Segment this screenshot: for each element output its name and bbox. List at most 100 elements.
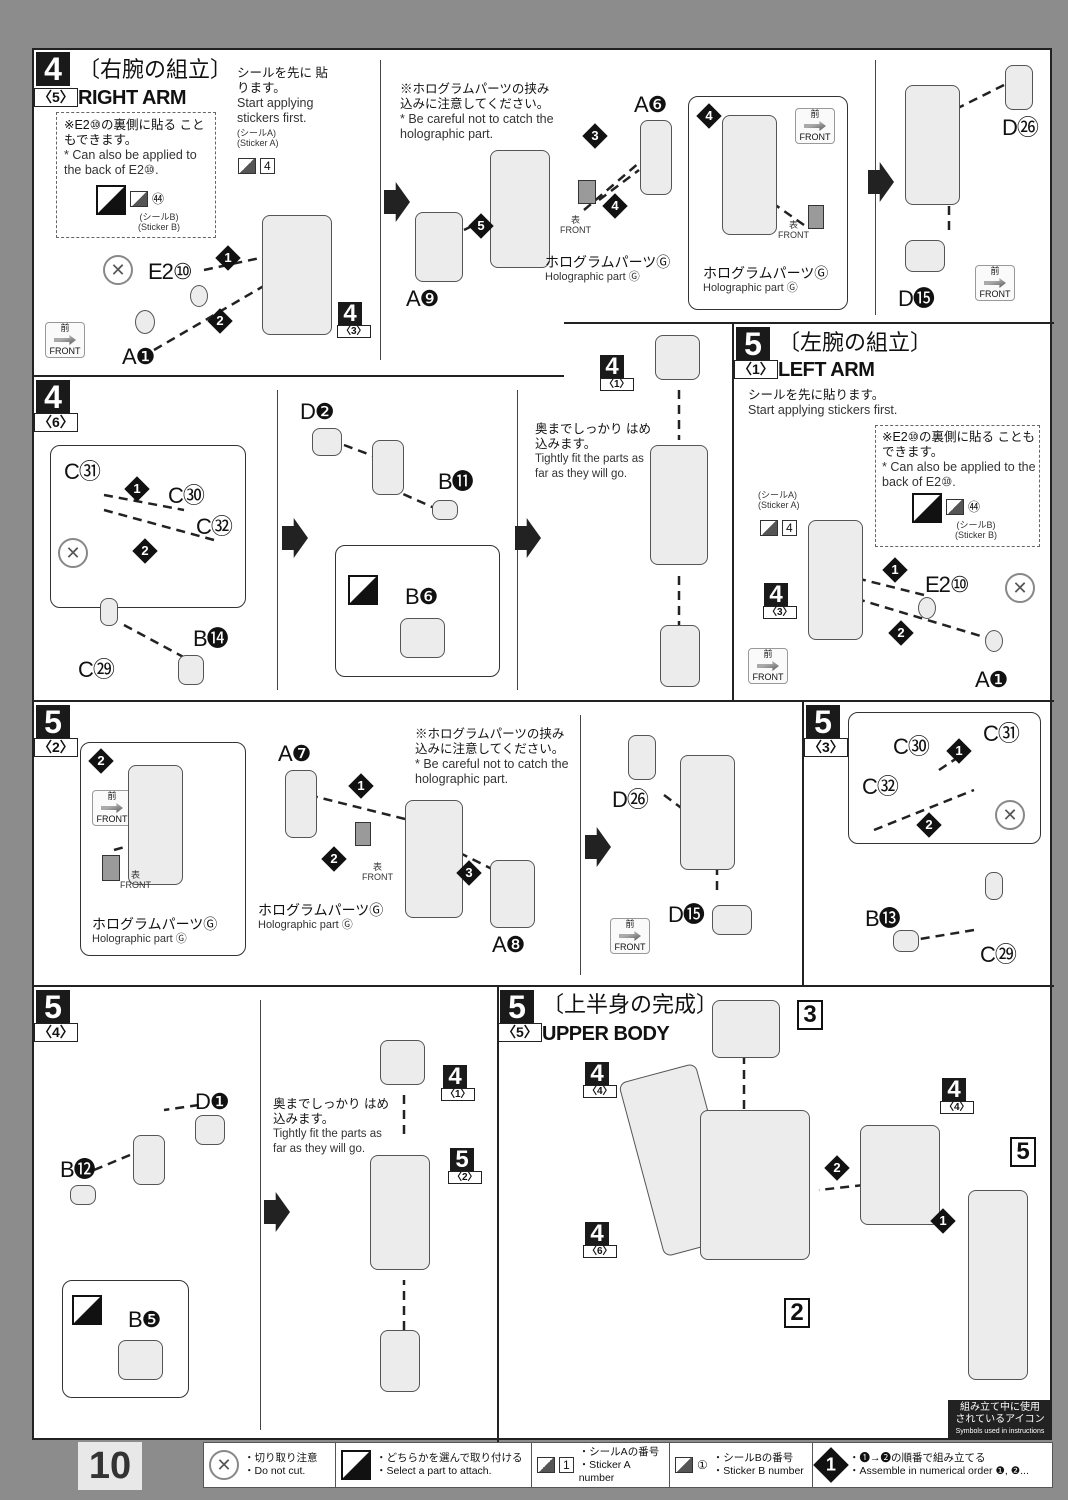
sticker-number: 4 bbox=[260, 158, 275, 174]
sticker-number: 4 bbox=[782, 520, 797, 536]
sticker-icon bbox=[537, 1457, 555, 1473]
holographic-part bbox=[355, 822, 371, 846]
part-label: E2⑩ bbox=[148, 259, 193, 284]
front-arrow-icon bbox=[984, 278, 1006, 288]
divider bbox=[34, 985, 1054, 987]
front-label: FRONT bbox=[778, 230, 809, 240]
hand-part bbox=[380, 1330, 420, 1392]
do-not-cut-icon: ✕ bbox=[58, 538, 88, 568]
label-jp: (シールA) bbox=[758, 490, 797, 500]
divider bbox=[277, 390, 278, 690]
detail-callout bbox=[335, 545, 500, 677]
arm-part-illustration bbox=[405, 800, 463, 918]
front-jp: 前 bbox=[60, 323, 70, 333]
part-e2-10 bbox=[190, 285, 208, 307]
arm-part-illustration bbox=[722, 115, 777, 235]
hand-part bbox=[660, 625, 700, 687]
legend-select-part: ・どちらかを選んで取り付ける・Select a part to attach. bbox=[336, 1443, 532, 1487]
alt-sticker-note bbox=[56, 112, 216, 238]
sticker-a-label: (シールA)(Sticker A) bbox=[758, 490, 800, 510]
label-en: (Sticker B) bbox=[955, 530, 998, 540]
part-label: C㉚ bbox=[893, 734, 930, 759]
substep-number: 〈2〉 bbox=[34, 738, 78, 757]
legend-assembly-order: 1・❶→❷の順番で組み立てる・Assemble in numerical ord… bbox=[813, 1443, 1052, 1487]
part-label: C㉜ bbox=[196, 514, 233, 539]
holo-caution-note: ※ホログラムパーツの挟み 込みに注意してください。* Be careful no… bbox=[400, 82, 560, 142]
part-label: D❷ bbox=[300, 399, 335, 424]
order-number: 1 bbox=[133, 481, 141, 496]
part-d1 bbox=[195, 1115, 225, 1145]
part-label: C㉚ bbox=[168, 483, 205, 508]
do-not-cut-icon: ✕ bbox=[995, 800, 1025, 830]
alt-sticker-note bbox=[875, 425, 1040, 547]
detail-callout bbox=[688, 96, 848, 310]
sticker-number: 1 bbox=[559, 1457, 574, 1473]
label-jp: ホログラムパーツⒼ bbox=[92, 916, 218, 932]
ref-substep: 〈4〉 bbox=[583, 1085, 617, 1098]
order-number: 1 bbox=[891, 562, 899, 577]
part-label: C㉛ bbox=[983, 721, 1020, 746]
order-diamond: 2 bbox=[321, 846, 347, 872]
detail-callout bbox=[50, 445, 246, 608]
ref-step-number: 4 bbox=[585, 1062, 609, 1086]
front-label: FRONT bbox=[120, 880, 151, 890]
order-number: 1 bbox=[825, 1453, 837, 1475]
torso-assembly bbox=[700, 1110, 810, 1260]
front-arrow-icon bbox=[757, 661, 779, 671]
do-not-cut-icon: ✕ bbox=[1005, 573, 1035, 603]
front-jp: 前 bbox=[763, 649, 773, 659]
head-part bbox=[712, 1000, 780, 1058]
substep-number: 〈1〉 bbox=[734, 360, 778, 379]
right-arm-assembly bbox=[968, 1190, 1028, 1380]
sticker-a-ref: 4 bbox=[760, 520, 797, 536]
front-jp: 前 bbox=[810, 109, 820, 119]
sticker-icon bbox=[760, 520, 778, 536]
step-number: 5 bbox=[736, 327, 770, 361]
part-label: C㉙ bbox=[78, 657, 115, 682]
order-number: 1 bbox=[224, 250, 232, 265]
order-number: 2 bbox=[330, 851, 338, 866]
title-jp: 〔左腕の組立〕 bbox=[778, 330, 933, 355]
ref-substep: 〈1〉 bbox=[600, 378, 634, 391]
do-not-cut-icon: ✕ bbox=[103, 255, 133, 285]
label-jp: ホログラムパーツⒼ bbox=[703, 265, 829, 281]
order-number: 2 bbox=[925, 817, 933, 832]
arm-part-illustration bbox=[905, 85, 960, 205]
ref-substep: 〈2〉 bbox=[448, 1171, 482, 1184]
part-label: D㉖ bbox=[612, 787, 649, 812]
part-b14 bbox=[178, 655, 204, 685]
detail-callout bbox=[848, 712, 1041, 844]
order-diamond: 2 bbox=[824, 1155, 850, 1181]
label-en: Holographic part Ⓖ bbox=[258, 919, 353, 931]
part-label: A❼ bbox=[278, 741, 311, 766]
step-number: 4 bbox=[36, 52, 70, 86]
part-illustration bbox=[100, 598, 118, 626]
legend-jp: ・切り取り注意 bbox=[244, 1452, 318, 1464]
part-b13 bbox=[893, 930, 919, 952]
sticker-number: ㊹ bbox=[968, 500, 981, 514]
front-label: FRONT bbox=[362, 872, 393, 882]
front-arrow-icon bbox=[101, 803, 123, 813]
front-label: FRONT bbox=[560, 225, 591, 235]
order-diamond: 3 bbox=[582, 123, 608, 149]
part-label: B⓬ bbox=[60, 1157, 96, 1182]
front-label: FRONT bbox=[799, 132, 831, 142]
sticker-icon bbox=[130, 190, 148, 207]
ref-step-number: 4 bbox=[585, 1222, 609, 1246]
part-d15 bbox=[905, 240, 945, 272]
hand-part bbox=[400, 618, 445, 658]
part-label: D⓯ bbox=[668, 902, 705, 927]
step-number: 5 bbox=[36, 990, 70, 1024]
step-number: 5 bbox=[806, 705, 840, 739]
order-diamond: 2 bbox=[888, 620, 914, 646]
divider bbox=[580, 715, 581, 975]
order-number: 1 bbox=[939, 1213, 947, 1228]
order-diamond: 2 bbox=[207, 308, 233, 334]
shoulder-part bbox=[380, 1040, 425, 1085]
